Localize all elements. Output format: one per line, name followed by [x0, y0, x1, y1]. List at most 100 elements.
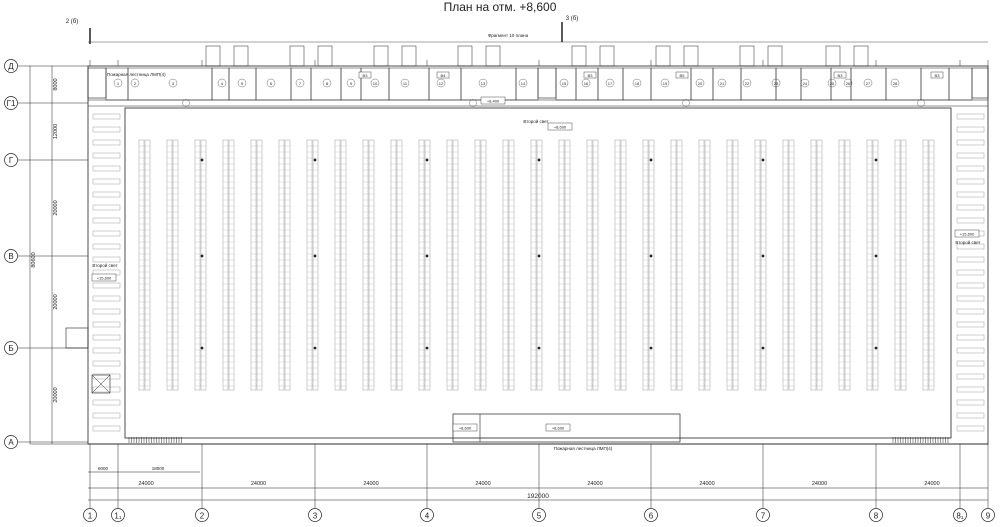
level-box — [954, 229, 980, 238]
row-dimension: 8000 — [53, 78, 59, 90]
storage-rack — [726, 139, 733, 391]
storage-rack — [138, 139, 145, 391]
storage-rack — [424, 139, 431, 391]
room-cell — [712, 67, 742, 101]
storage-rack — [928, 139, 935, 391]
vent-shaft — [91, 374, 111, 394]
room-number-marker — [266, 78, 276, 88]
side-shelf — [92, 165, 121, 172]
roof-unit — [205, 45, 221, 67]
room-number-marker — [217, 78, 227, 88]
room-number-marker — [863, 78, 873, 88]
side-shelf — [92, 139, 121, 146]
side-shelf — [956, 191, 985, 198]
column-axis-label: 2 — [200, 512, 205, 521]
row-axis-label: В — [8, 252, 13, 261]
room-number-marker — [295, 78, 305, 88]
storage-hall — [124, 107, 952, 439]
column-axis-label: 5 — [537, 512, 542, 521]
equipment-tag-label: В3 — [588, 73, 594, 78]
storage-rack — [306, 139, 313, 391]
column-axis-marker — [195, 508, 209, 522]
column-axis-marker — [644, 508, 658, 522]
left-annex — [65, 327, 89, 349]
side-shelf — [92, 256, 121, 263]
storage-rack — [334, 139, 341, 391]
room-number: 16 — [584, 81, 589, 86]
room-number: 21 — [720, 81, 725, 86]
room-number: 18 — [635, 81, 640, 86]
row-dimension: 20000 — [53, 200, 59, 215]
room-number: 15 — [562, 81, 567, 86]
side-shelf — [92, 373, 121, 380]
level-box — [545, 423, 571, 432]
storage-rack — [922, 139, 929, 391]
sub-dimension: 18000 — [152, 466, 165, 471]
storage-rack — [222, 139, 229, 391]
column-dimension: 24000 — [924, 481, 939, 487]
level-box — [480, 96, 506, 105]
storage-rack — [194, 139, 201, 391]
storage-rack — [586, 139, 593, 391]
side-shelf — [92, 282, 121, 289]
storage-rack — [368, 139, 375, 391]
storage-rack — [788, 139, 795, 391]
sub-dimension: 6000 — [98, 466, 109, 471]
side-shelf — [956, 152, 985, 159]
equipment-tag — [930, 71, 944, 79]
storage-rack — [760, 139, 767, 391]
side-shelf — [92, 321, 121, 328]
column-axis-marker — [953, 508, 967, 522]
side-shelf — [956, 425, 985, 432]
storage-rack — [536, 139, 543, 391]
side-shelf — [956, 360, 985, 367]
storage-rack — [278, 139, 285, 391]
room-number-marker — [843, 78, 853, 88]
room-number: 28 — [893, 81, 898, 86]
room-number: 13 — [481, 81, 486, 86]
room-number-marker — [771, 78, 781, 88]
side-shelf — [956, 373, 985, 380]
equipment-tag-label: В4 — [441, 73, 447, 78]
storage-rack — [754, 139, 761, 391]
side-shelf — [92, 178, 121, 185]
side-shelf — [92, 425, 121, 432]
fire-stair-label-top: Пожарная лестница ЛМП(4) — [107, 72, 166, 77]
storage-rack — [474, 139, 481, 391]
level-box — [91, 273, 117, 282]
side-shelf — [92, 126, 121, 133]
roof-unit — [401, 45, 417, 67]
row-axis-marker — [4, 96, 18, 110]
row-dimension: 20000 — [53, 387, 59, 402]
storage-rack — [614, 139, 621, 391]
row-axis-label: Г1 — [7, 99, 16, 108]
storage-rack — [810, 139, 817, 391]
storage-rack — [894, 139, 901, 391]
level-label: +8,600 — [554, 125, 567, 130]
row-axis-marker — [4, 341, 18, 355]
room-number: 23 — [774, 81, 779, 86]
second-light-label: Второй свет — [955, 239, 980, 245]
storage-rack — [452, 139, 459, 391]
storage-rack — [508, 139, 515, 391]
stair-middle — [537, 67, 557, 99]
storage-rack — [200, 139, 207, 391]
room-number-marker — [581, 78, 591, 88]
side-shelf — [92, 308, 121, 315]
room-number-marker — [322, 78, 332, 88]
side-shelf — [92, 412, 121, 419]
room-number: 5 — [241, 81, 244, 86]
side-shelf — [92, 334, 121, 341]
room-number-marker — [632, 78, 642, 88]
equipment-tag-label: В3 — [363, 73, 369, 78]
storage-rack — [642, 139, 649, 391]
column-axis-marker — [981, 508, 995, 522]
roof-unit — [571, 45, 587, 67]
storage-rack — [732, 139, 739, 391]
storage-rack — [900, 139, 907, 391]
column-axis-label: 8₁ — [956, 512, 963, 521]
side-shelf — [956, 126, 985, 133]
room-number: 24 — [803, 81, 808, 86]
side-shelf — [956, 412, 985, 419]
